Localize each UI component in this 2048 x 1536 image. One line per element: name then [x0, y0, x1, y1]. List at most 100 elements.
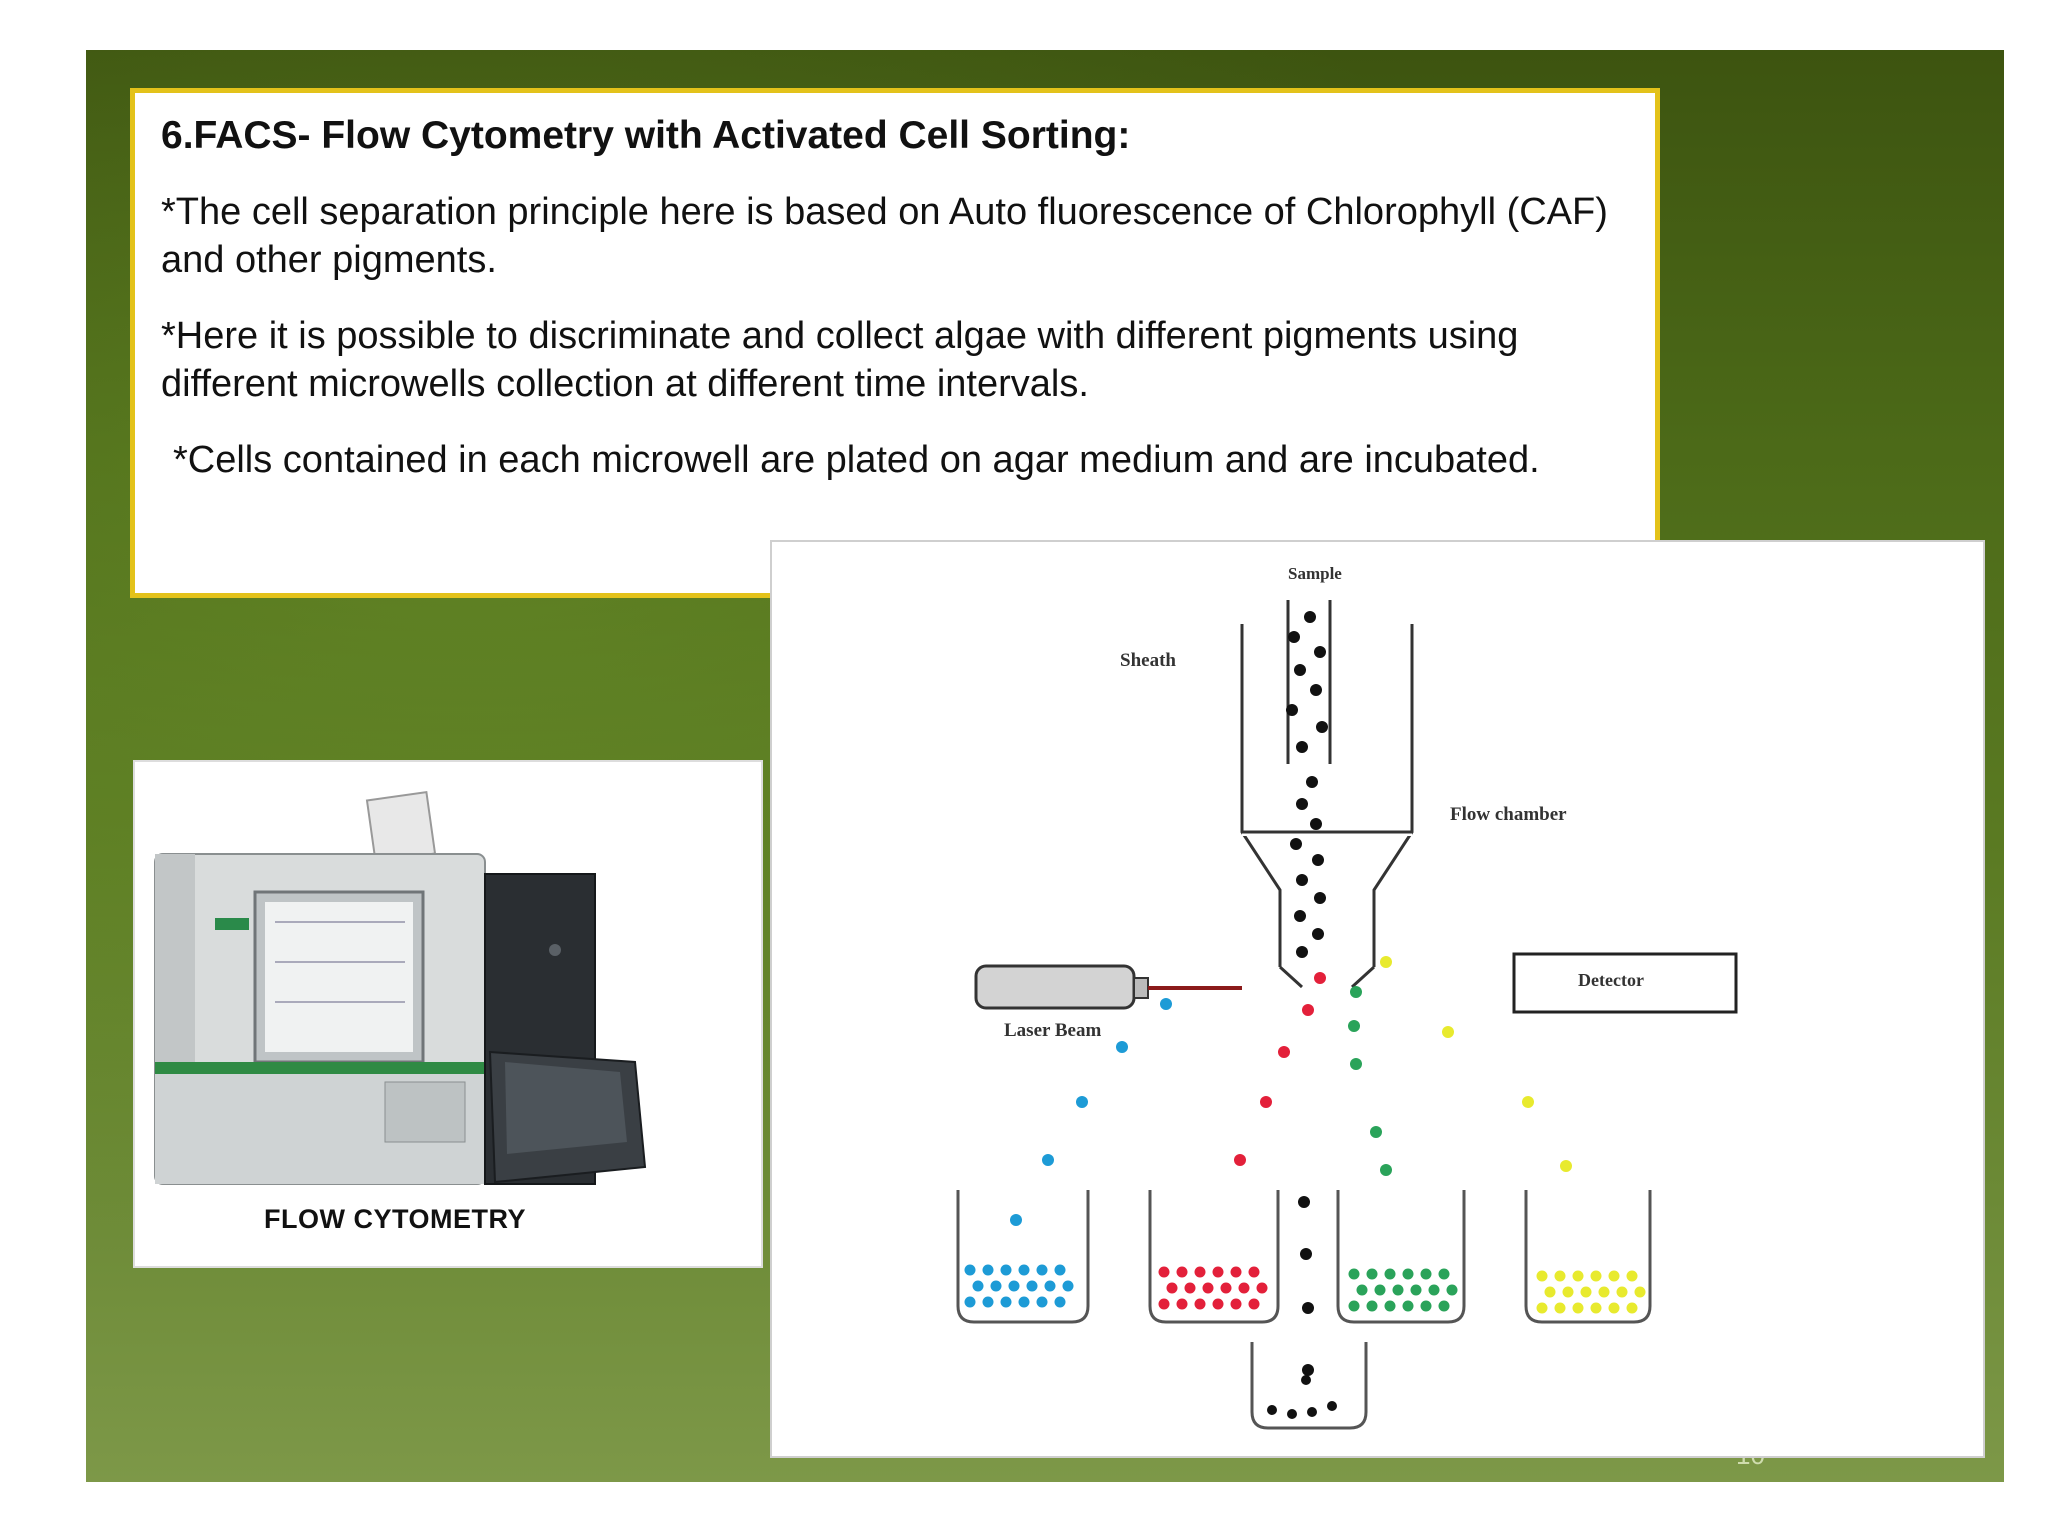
cell-particle: [1356, 1284, 1368, 1296]
slide-title: 6.FACS- Flow Cytometry with Activated Ce…: [161, 114, 1131, 157]
cell-particle: [1420, 1300, 1432, 1312]
cell-particle: [1402, 1300, 1414, 1312]
cell-particle: [1158, 1298, 1170, 1310]
cell-particle: [1350, 1058, 1362, 1070]
cell-particle: [1314, 972, 1326, 984]
cell-particle: [1442, 1026, 1454, 1038]
cell-particle: [1438, 1300, 1450, 1312]
cell-particle: [1300, 1248, 1312, 1260]
cell-particle: [1234, 1154, 1246, 1166]
cell-particle: [1307, 1407, 1317, 1417]
cell-particle: [1166, 1282, 1178, 1294]
cell-particle: [1366, 1268, 1378, 1280]
cell-particle: [1544, 1286, 1556, 1298]
cell-particle: [1267, 1405, 1277, 1415]
cell-particle: [1536, 1302, 1548, 1314]
cell-particle: [1294, 910, 1306, 922]
cell-particle: [1580, 1286, 1592, 1298]
cell-particle: [1184, 1282, 1196, 1294]
cell-particle: [1348, 1020, 1360, 1032]
cell-particle: [1296, 798, 1308, 810]
cell-particle: [1036, 1264, 1048, 1276]
flow-cytometer-photo-card: FLOW CYTOMETRY: [133, 760, 763, 1268]
facs-schematic: [956, 600, 1738, 1430]
cell-particle: [1560, 1160, 1572, 1172]
cell-particle: [1626, 1270, 1638, 1282]
laser-device: [974, 964, 1242, 1010]
paragraph-incubation: *Cells contained in each microwell are p…: [173, 438, 1540, 481]
cell-particle: [1286, 704, 1298, 716]
cell-particle: [1590, 1270, 1602, 1282]
cell-particle: [1312, 854, 1324, 866]
cell-particle: [1370, 1126, 1382, 1138]
cell-particle: [1374, 1284, 1386, 1296]
cell-particle: [1314, 892, 1326, 904]
cell-particle: [1116, 1041, 1128, 1053]
cell-particle: [1380, 1164, 1392, 1176]
cell-particle: [1194, 1266, 1206, 1278]
cell-particle: [1290, 838, 1302, 850]
cell-particle: [1220, 1282, 1232, 1294]
cell-particle: [1248, 1298, 1260, 1310]
cell-particle: [1248, 1266, 1260, 1278]
cell-particle: [1062, 1280, 1074, 1292]
paragraph-principle: *The cell separation principle here is b…: [161, 190, 1608, 281]
flow-cytometer-image: [154, 790, 647, 1185]
cell-particle: [1438, 1268, 1450, 1280]
cell-particle: [1402, 1268, 1414, 1280]
cell-particle: [1212, 1298, 1224, 1310]
cell-particle: [1598, 1286, 1610, 1298]
cell-particle: [1054, 1296, 1066, 1308]
flow-chamber: [1240, 624, 1414, 989]
cell-particle: [1616, 1286, 1628, 1298]
cell-particle: [1054, 1264, 1066, 1276]
cell-particle: [1278, 1046, 1290, 1058]
cell-particle: [1296, 874, 1308, 886]
cell-particle: [1230, 1298, 1242, 1310]
label-sample: Sample: [1288, 564, 1342, 583]
cell-particle: [1212, 1266, 1224, 1278]
sample-tube: [1286, 600, 1332, 764]
cell-particle: [1076, 1096, 1088, 1108]
cell-particle: [1306, 776, 1318, 788]
cell-particle: [1256, 1282, 1268, 1294]
cell-particle: [1310, 684, 1322, 696]
cell-particle: [1608, 1302, 1620, 1314]
cell-particle: [1296, 741, 1308, 753]
cell-particle: [1176, 1298, 1188, 1310]
cell-particle: [1626, 1302, 1638, 1314]
collection-wells: [956, 1190, 1652, 1430]
cell-particle: [1158, 1266, 1170, 1278]
cell-particle: [1384, 1300, 1396, 1312]
cell-particle: [990, 1280, 1002, 1292]
cell-particle: [1384, 1268, 1396, 1280]
cell-particle: [1298, 1196, 1310, 1208]
cell-particle: [1522, 1096, 1534, 1108]
cell-particle: [1327, 1401, 1337, 1411]
paragraph-discrimination: *Here it is possible to discriminate and…: [161, 314, 1519, 405]
cell-particle: [1392, 1284, 1404, 1296]
cell-particle: [1572, 1302, 1584, 1314]
cell-particle: [1018, 1296, 1030, 1308]
cell-particle: [1366, 1300, 1378, 1312]
cell-particle: [1536, 1270, 1548, 1282]
cell-particle: [1160, 998, 1172, 1010]
cell-particles: [964, 611, 1646, 1419]
cell-particle: [1420, 1268, 1432, 1280]
cell-particle: [1554, 1270, 1566, 1282]
cell-particle: [1036, 1296, 1048, 1308]
cell-particle: [964, 1296, 976, 1308]
cell-particle: [1000, 1264, 1012, 1276]
facs-diagram: Sample Sheath Flow chamber Detector Lase…: [770, 540, 1985, 1458]
cell-particle: [1018, 1264, 1030, 1276]
cell-particle: [1302, 1302, 1314, 1314]
cell-particle: [1296, 946, 1308, 958]
cell-particle: [1562, 1286, 1574, 1298]
cell-particle: [1194, 1298, 1206, 1310]
label-laser-beam: Laser Beam: [1004, 1020, 1102, 1041]
cell-particle: [1312, 928, 1324, 940]
cell-particle: [1044, 1280, 1056, 1292]
cell-particle: [1554, 1302, 1566, 1314]
cell-particle: [1302, 1004, 1314, 1016]
cell-particle: [1634, 1286, 1646, 1298]
